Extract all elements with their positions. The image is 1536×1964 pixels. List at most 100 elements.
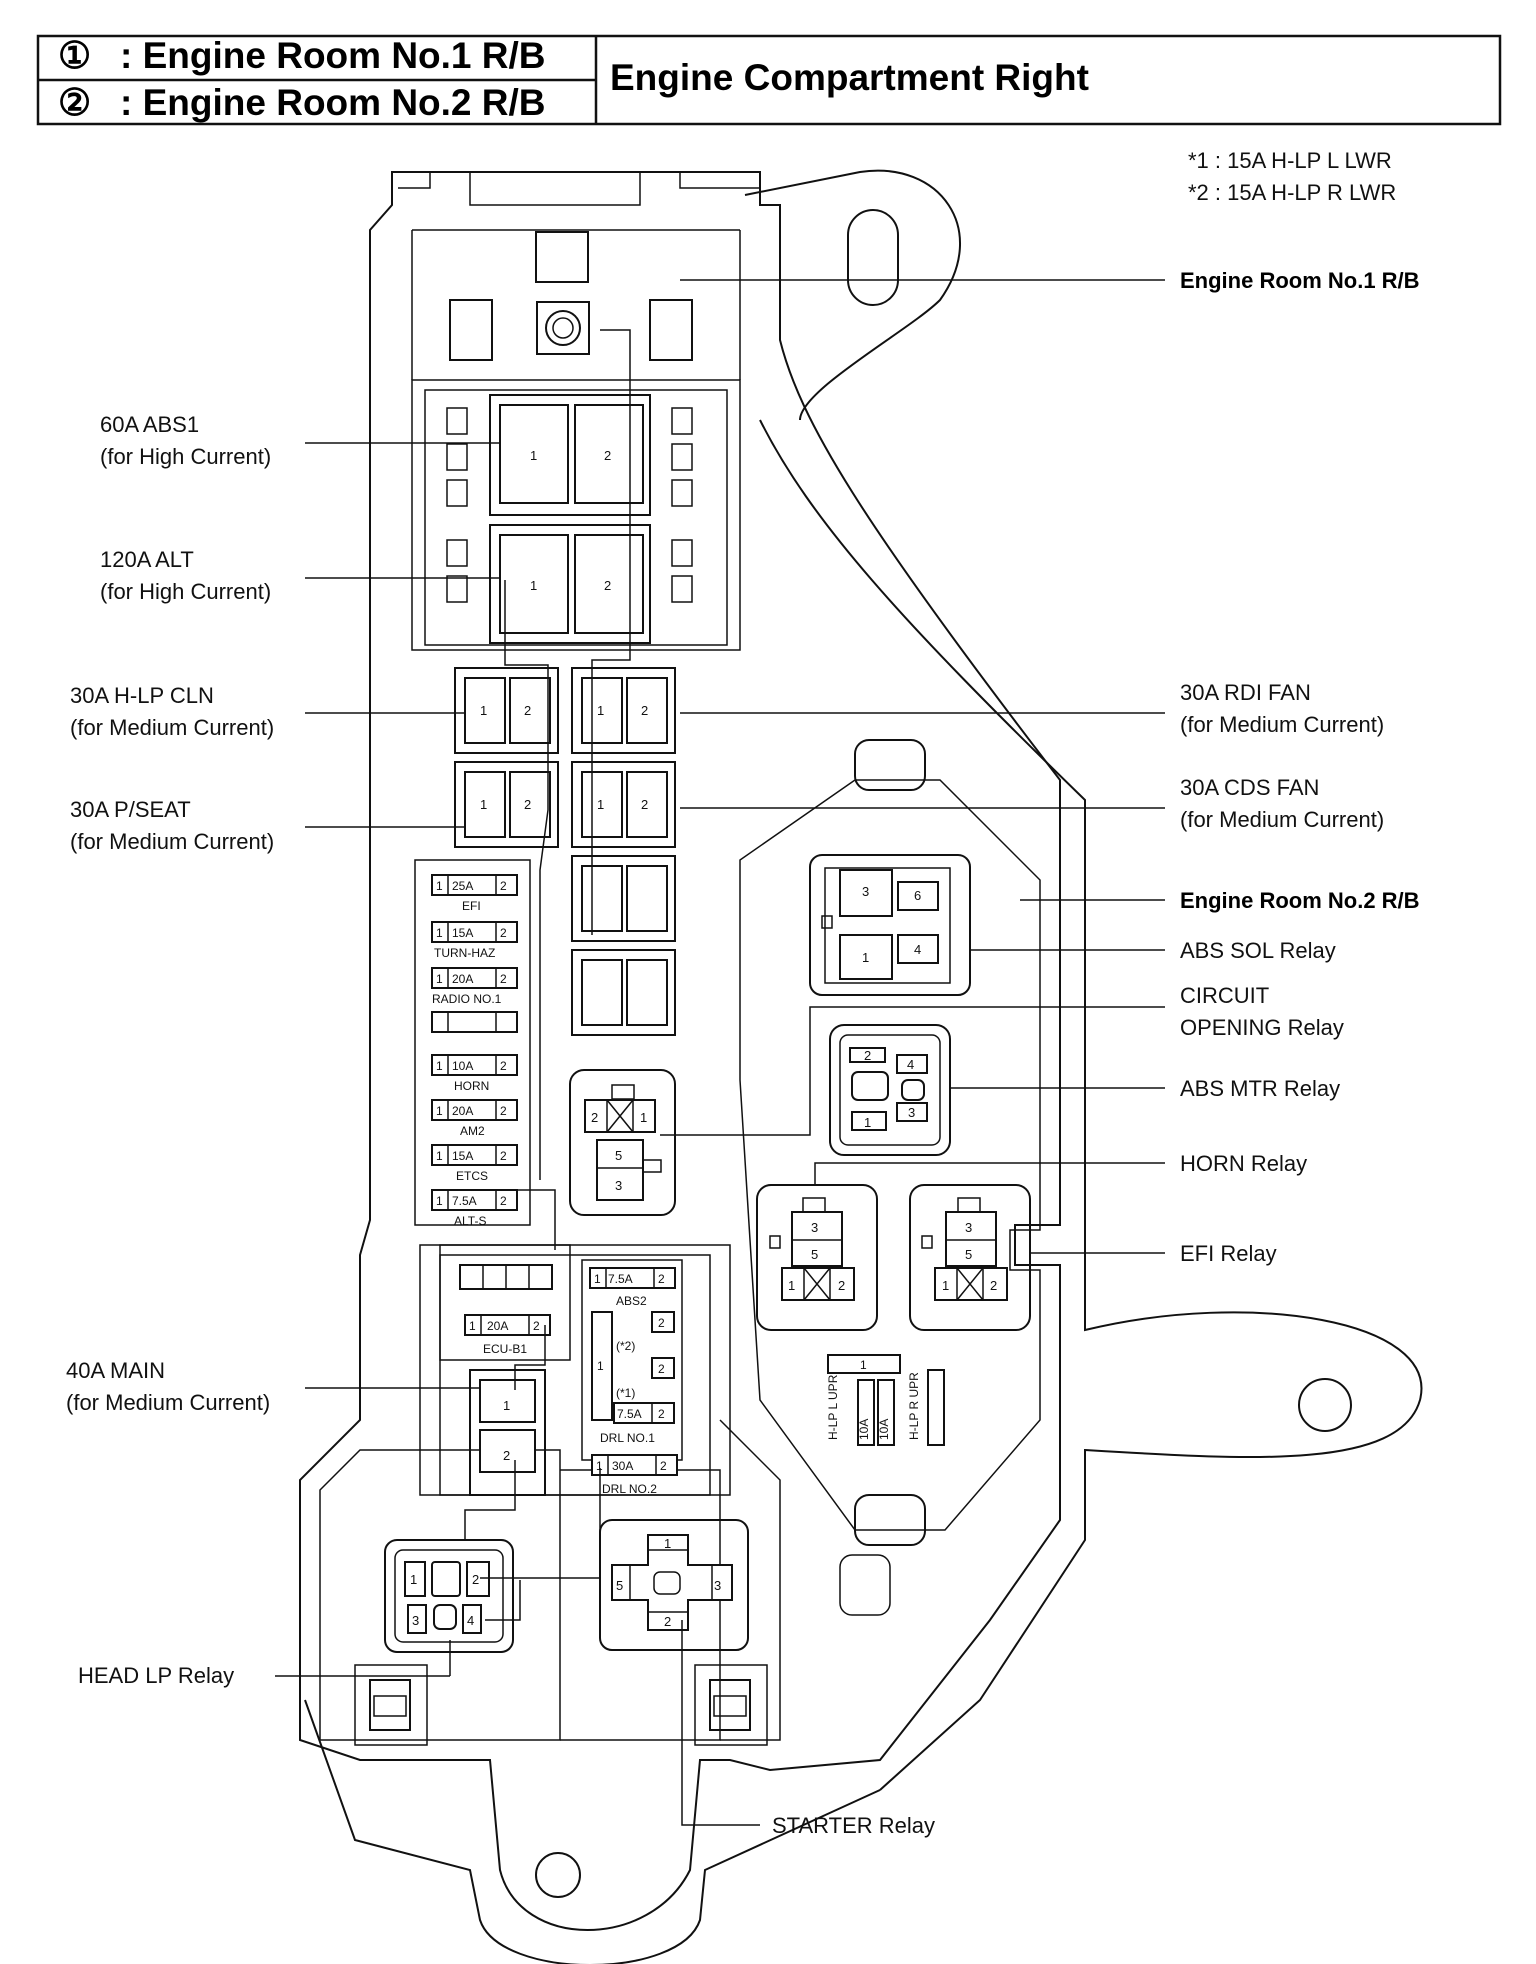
abs-mtr-relay[interactable]: 2 4 1 3 [829, 1024, 951, 1156]
svg-text:EFI: EFI [462, 899, 481, 913]
svg-text:1: 1 [864, 1115, 871, 1130]
svg-text:HORN: HORN [454, 1079, 489, 1093]
svg-text:2: 2 [838, 1278, 845, 1293]
svg-text:2: 2 [500, 879, 507, 893]
abs-sol-relay[interactable]: 3 1 6 4 [809, 854, 971, 996]
fuse-20a-ecu-b1[interactable]: 1 20A 2 ECU-B1 [464, 1314, 551, 1356]
housing-outline [299, 169, 1423, 1964]
svg-text:3: 3 [412, 1613, 419, 1628]
leader-lines [275, 279, 1165, 1826]
svg-text:2: 2 [524, 703, 531, 718]
svg-text:2: 2 [604, 578, 611, 593]
svg-text:2: 2 [500, 1104, 507, 1118]
svg-text:1: 1 [436, 879, 443, 893]
svg-text:2: 2 [533, 1319, 540, 1333]
svg-text:3: 3 [714, 1578, 721, 1593]
svg-text:1: 1 [597, 797, 604, 812]
callouts-left: 60A ABS1 (for High Current) 120A ALT (fo… [66, 412, 274, 1688]
fuse-20a-radio-no1[interactable]: 1 20A 2 RADIO NO.1 [431, 967, 518, 1006]
fuse-drl-no1-label: DRL NO.1 [600, 1431, 655, 1445]
svg-text:ETCS: ETCS [456, 1169, 488, 1183]
svg-text:1: 1 [597, 703, 604, 718]
terminal-bolt [536, 301, 590, 355]
svg-text:ALT-S: ALT-S [454, 1214, 486, 1228]
fuse-10a-horn[interactable]: 1 10A 2 HORN [431, 1054, 518, 1093]
fuse-spare-medium-2 [571, 949, 676, 1036]
ecu-b1-block: 1 20A 2 ECU-B1 [439, 1244, 571, 1361]
horn-relay[interactable]: 3 5 1 2 [756, 1184, 878, 1331]
svg-text:25A: 25A [452, 879, 473, 893]
header-row2-text: : Engine Room No.2 R/B [120, 82, 546, 123]
svg-text:1: 1 [480, 797, 487, 812]
fuse-40a-main[interactable]: 1 2 [469, 1369, 546, 1496]
svg-text:4: 4 [907, 1057, 914, 1072]
svg-text:20A: 20A [452, 972, 473, 986]
svg-text:1: 1 [597, 1359, 604, 1373]
hlp-upr-fuses[interactable]: 1 H-LP L UPR 10A 10A H-LP R UPR [826, 1354, 945, 1446]
fuse-25a-efi[interactable]: 1 25A 2 EFI [431, 874, 518, 913]
svg-text:10A: 10A [452, 1059, 473, 1073]
header-row2-symbol: ② [58, 82, 91, 123]
svg-text:2: 2 [500, 926, 507, 940]
svg-text:1: 1 [480, 703, 487, 718]
head-lp-relay[interactable]: 1 2 3 4 [384, 1539, 514, 1653]
hlp-l-upr-label: H-LP L UPR [826, 1374, 840, 1440]
hlp-l-upr-amp: 10A [857, 1419, 871, 1440]
label-120a-alt-sub: (for High Current) [100, 579, 271, 604]
label-horn-relay: HORN Relay [1180, 1151, 1307, 1176]
svg-text:2: 2 [660, 1459, 667, 1473]
svg-text:1: 1 [469, 1319, 476, 1333]
drl-block: 1 7.5A 2 ABS2 1 2 (*2) 2 (*1) 7.5A 2 DRL… [581, 1259, 683, 1461]
svg-text:2: 2 [604, 448, 611, 463]
fuse-15a-etcs[interactable]: 1 15A 2 ETCS [431, 1144, 518, 1183]
svg-text:1: 1 [664, 1536, 671, 1551]
fuse-20a-am2[interactable]: 1 20A 2 AM2 [431, 1099, 518, 1138]
fuse-7-5a-alt-s[interactable]: 1 7.5A 2 ALT-S [431, 1189, 518, 1228]
svg-text:2: 2 [658, 1272, 665, 1286]
svg-text:1: 1 [436, 972, 443, 986]
fuse-15a-turn-haz[interactable]: 1 15A 2 TURN-HAZ [431, 921, 518, 960]
label-40a-main-sub: (for Medium Current) [66, 1390, 270, 1415]
svg-text:5: 5 [615, 1148, 622, 1163]
svg-text:3: 3 [965, 1220, 972, 1235]
top-block [535, 231, 589, 283]
svg-text:2: 2 [990, 1278, 997, 1293]
header-row1-symbol: ① [58, 35, 91, 76]
circuit-opening-relay[interactable]: 2 1 5 3 [569, 1069, 676, 1216]
svg-text:2: 2 [591, 1110, 598, 1125]
hlp-r-upr-amp: 10A [877, 1419, 891, 1440]
svg-text:5: 5 [616, 1578, 623, 1593]
fuse-60a-abs1[interactable]: 1 2 [489, 394, 651, 516]
starter-relay[interactable]: 1 5 3 2 [599, 1519, 749, 1651]
svg-text:2: 2 [500, 1194, 507, 1208]
svg-text:1: 1 [860, 1358, 867, 1372]
label-engine-room-no2: Engine Room No.2 R/B [1180, 888, 1420, 913]
label-30a-p-seat: 30A P/SEAT [70, 797, 191, 822]
svg-text:2: 2 [503, 1448, 510, 1463]
label-30a-cds-fan-sub: (for Medium Current) [1180, 807, 1384, 832]
fuse-30a-drl-no2[interactable]: 1 30A 2 DRL NO.2 [591, 1454, 678, 1496]
fuse-7-5a-abs2[interactable]: 1 7.5A 2 ABS2 [589, 1267, 676, 1308]
svg-text:3: 3 [811, 1220, 818, 1235]
label-30a-hlp-cln-sub: (for Medium Current) [70, 715, 274, 740]
svg-text:1: 1 [410, 1572, 417, 1587]
svg-text:1: 1 [436, 1194, 443, 1208]
label-30a-rdi-fan-sub: (for Medium Current) [1180, 712, 1384, 737]
efi-relay[interactable]: 3 5 1 2 [909, 1184, 1031, 1331]
svg-text:1: 1 [530, 578, 537, 593]
header-title: Engine Compartment Right [610, 57, 1089, 98]
svg-text:5: 5 [811, 1247, 818, 1262]
label-60a-abs1: 60A ABS1 [100, 412, 199, 437]
svg-text:2: 2 [641, 703, 648, 718]
svg-text:ECU-B1: ECU-B1 [483, 1342, 527, 1356]
svg-text:2: 2 [472, 1572, 479, 1587]
hlp-r-upr-label: H-LP R UPR [907, 1372, 921, 1440]
fuse-120a-alt[interactable]: 1 2 [489, 524, 651, 644]
callouts-right: Engine Room No.1 R/B 30A RDI FAN (for Me… [1180, 268, 1420, 1266]
svg-text:2: 2 [864, 1048, 871, 1063]
svg-text:1: 1 [436, 926, 443, 940]
